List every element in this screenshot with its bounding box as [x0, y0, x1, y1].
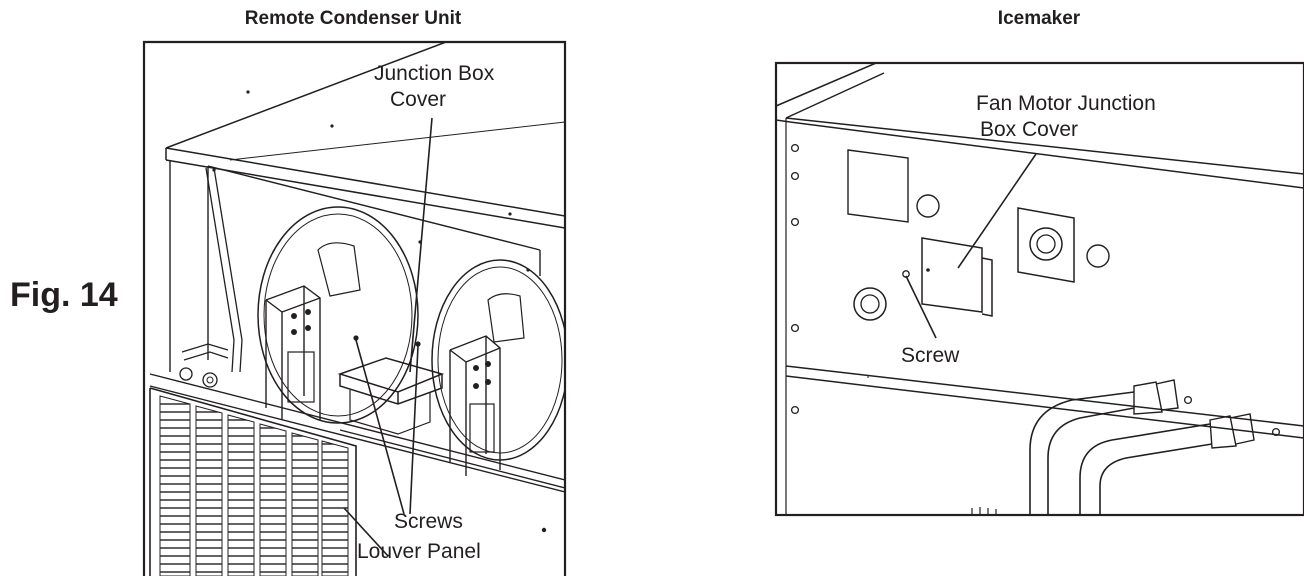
- callout-junction-box-cover-line2: Cover: [390, 88, 446, 111]
- callout-fan-motor-junction-box-cover-line2: Box Cover: [980, 118, 1078, 141]
- callout-screw: Screw: [901, 344, 960, 367]
- icemaker-illustration: [774, 61, 1304, 517]
- callout-screws: Screws: [394, 510, 463, 533]
- icemaker-drawing: [776, 63, 1304, 515]
- right-panel-frame: [774, 61, 1304, 517]
- callout-junction-box-cover-line1: Junction Box: [374, 62, 495, 85]
- condenser-drawing: [149, 42, 565, 576]
- left-panel-title: Remote Condenser Unit: [245, 8, 462, 29]
- callout-louver-panel: Louver Panel: [357, 540, 481, 563]
- figure-label: Fig. 14: [10, 276, 118, 314]
- left-panel-frame: [142, 40, 567, 576]
- remote-condenser-illustration: [142, 40, 567, 576]
- callout-fan-motor-junction-box-cover-line1: Fan Motor Junction: [976, 92, 1156, 115]
- right-panel-title: Icemaker: [998, 8, 1081, 29]
